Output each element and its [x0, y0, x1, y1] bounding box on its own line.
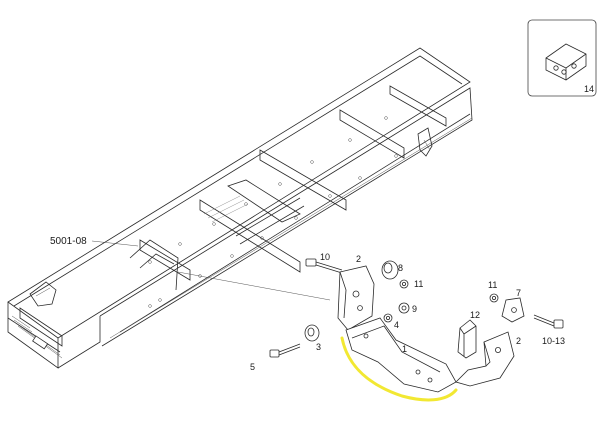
- part-10-bolt: 10: [305, 252, 343, 274]
- svg-text:11: 11: [414, 279, 423, 289]
- callout-14: 14: [584, 84, 594, 94]
- part-8-bushing: 8: [381, 260, 403, 280]
- svg-text:8: 8: [398, 263, 403, 273]
- rubber-block-icon: [545, 43, 587, 81]
- part-11-nut: 11: [399, 279, 423, 289]
- part-10-13-bolt: 10-13: [533, 314, 565, 346]
- svg-text:7: 7: [516, 288, 521, 298]
- svg-text:1: 1: [402, 344, 407, 354]
- svg-text:5: 5: [250, 362, 255, 372]
- svg-text:11: 11: [488, 280, 497, 290]
- inset-box: 14: [527, 19, 597, 97]
- part-2-upper-bracket: 2: [337, 254, 375, 331]
- part-1-main-bracket: 1: [345, 317, 457, 393]
- svg-text:2: 2: [356, 254, 361, 264]
- part-11-nut-right: 11: [488, 280, 499, 303]
- svg-text:3: 3: [316, 342, 321, 352]
- svg-text:12: 12: [470, 310, 480, 320]
- part-4-nut: 4: [383, 313, 399, 330]
- part-7-bushing: 7: [501, 288, 525, 323]
- part-9-washer: 9: [398, 302, 417, 314]
- svg-text:9: 9: [412, 304, 417, 314]
- reference-label: 5001-08: [50, 236, 87, 247]
- svg-text:10-13: 10-13: [542, 336, 565, 346]
- highlight-outline: [340, 336, 458, 402]
- chassis-frame: 5001-08: [7, 47, 473, 369]
- svg-text:10: 10: [320, 252, 330, 262]
- part-2-right-bracket: 2: [455, 331, 521, 387]
- part-3-bushing: 3: [304, 324, 321, 352]
- svg-text:2: 2: [516, 336, 521, 346]
- exploded-parts: 10 2 8 11 9: [250, 252, 565, 393]
- svg-text:4: 4: [394, 320, 399, 330]
- part-12-rubber-block: 12: [457, 310, 480, 359]
- part-5-bolt: 5: [250, 343, 301, 372]
